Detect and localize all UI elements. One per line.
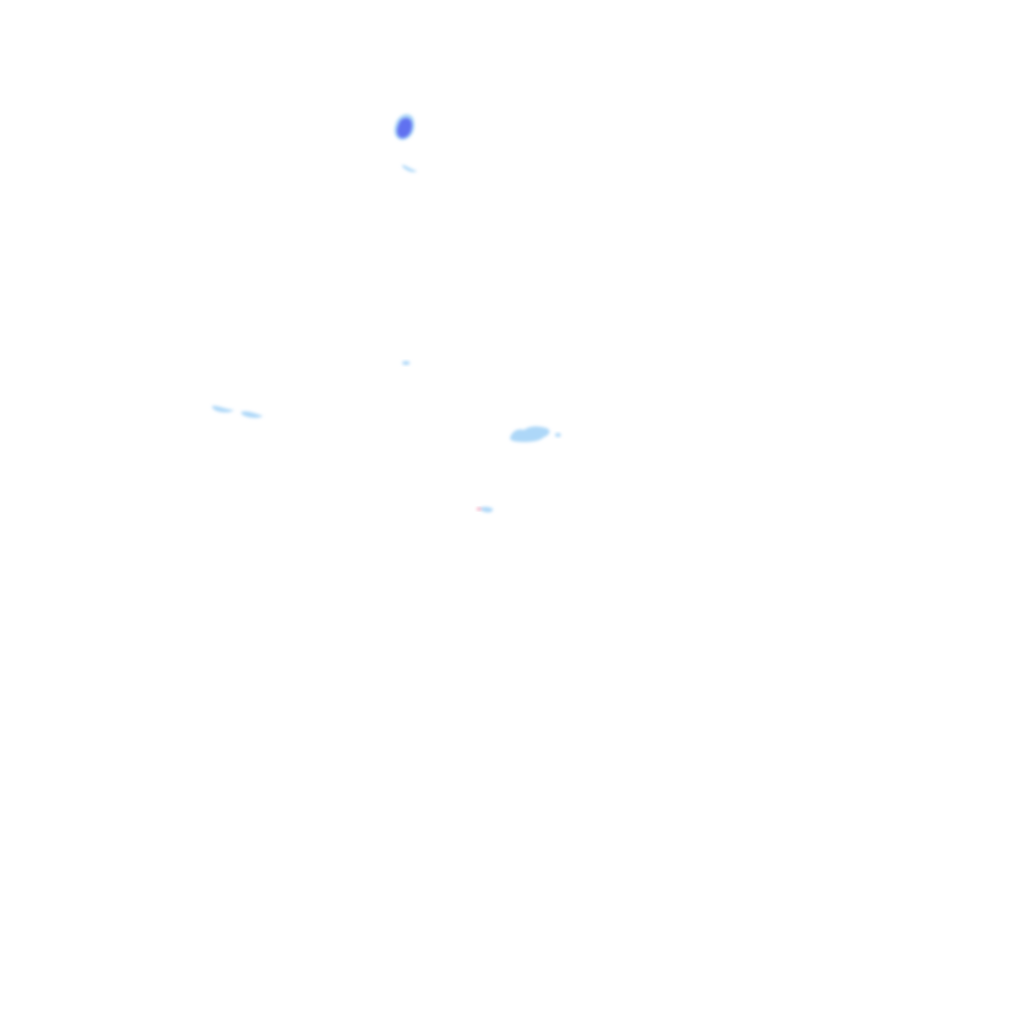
echo-south-speck <box>480 506 493 513</box>
echo-west-band-b <box>241 411 263 418</box>
echo-center-speck <box>402 361 410 365</box>
echo-north-streak <box>402 165 417 173</box>
echo-east-cluster-tail <box>555 433 561 437</box>
echo-west-band-a <box>212 405 234 413</box>
echo-north-cell <box>397 117 412 138</box>
echo-east-cluster <box>510 426 550 442</box>
echo-south-speck-pink <box>476 507 482 511</box>
